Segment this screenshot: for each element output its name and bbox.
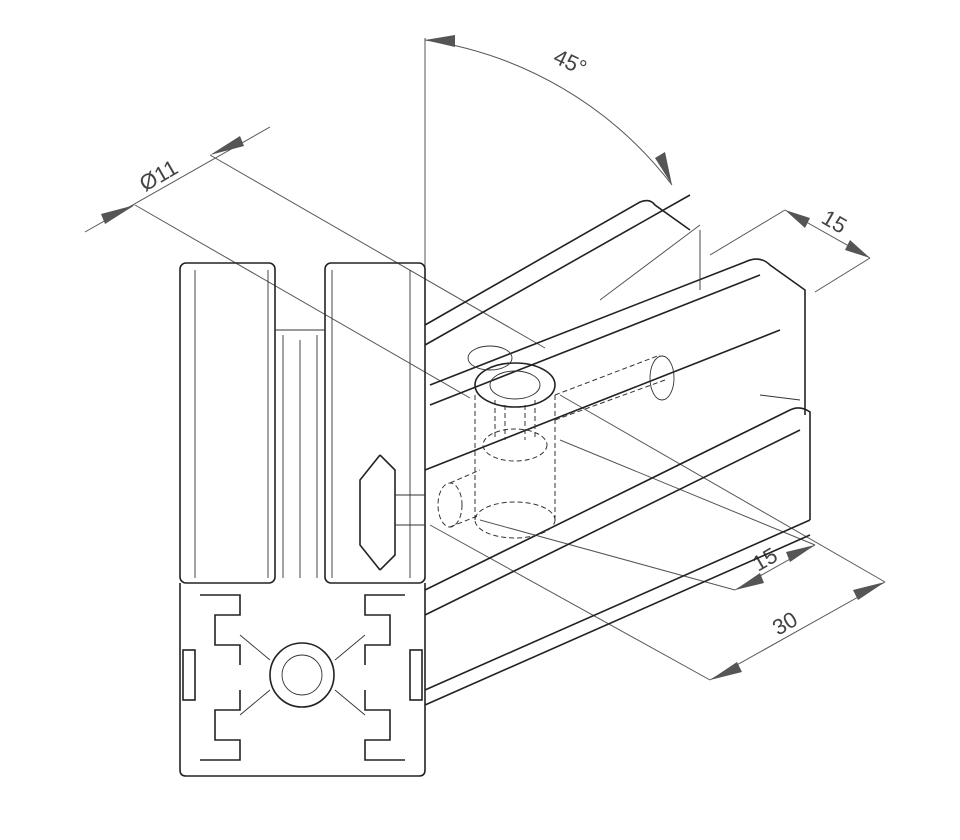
angle-label: 45° [550, 44, 591, 81]
connector [359, 345, 675, 571]
dim-15-top-label: 15 [818, 205, 852, 239]
vertical-profile [179, 262, 426, 777]
dim-30-label: 30 [768, 606, 802, 640]
angle-dimension: 45° [424, 35, 701, 580]
dimension-30: 30 [429, 394, 886, 681]
horizontal-profile [424, 194, 811, 706]
diameter-dimension: Ø11 [84, 126, 546, 399]
dimension-15-lower: 15 [479, 439, 816, 591]
